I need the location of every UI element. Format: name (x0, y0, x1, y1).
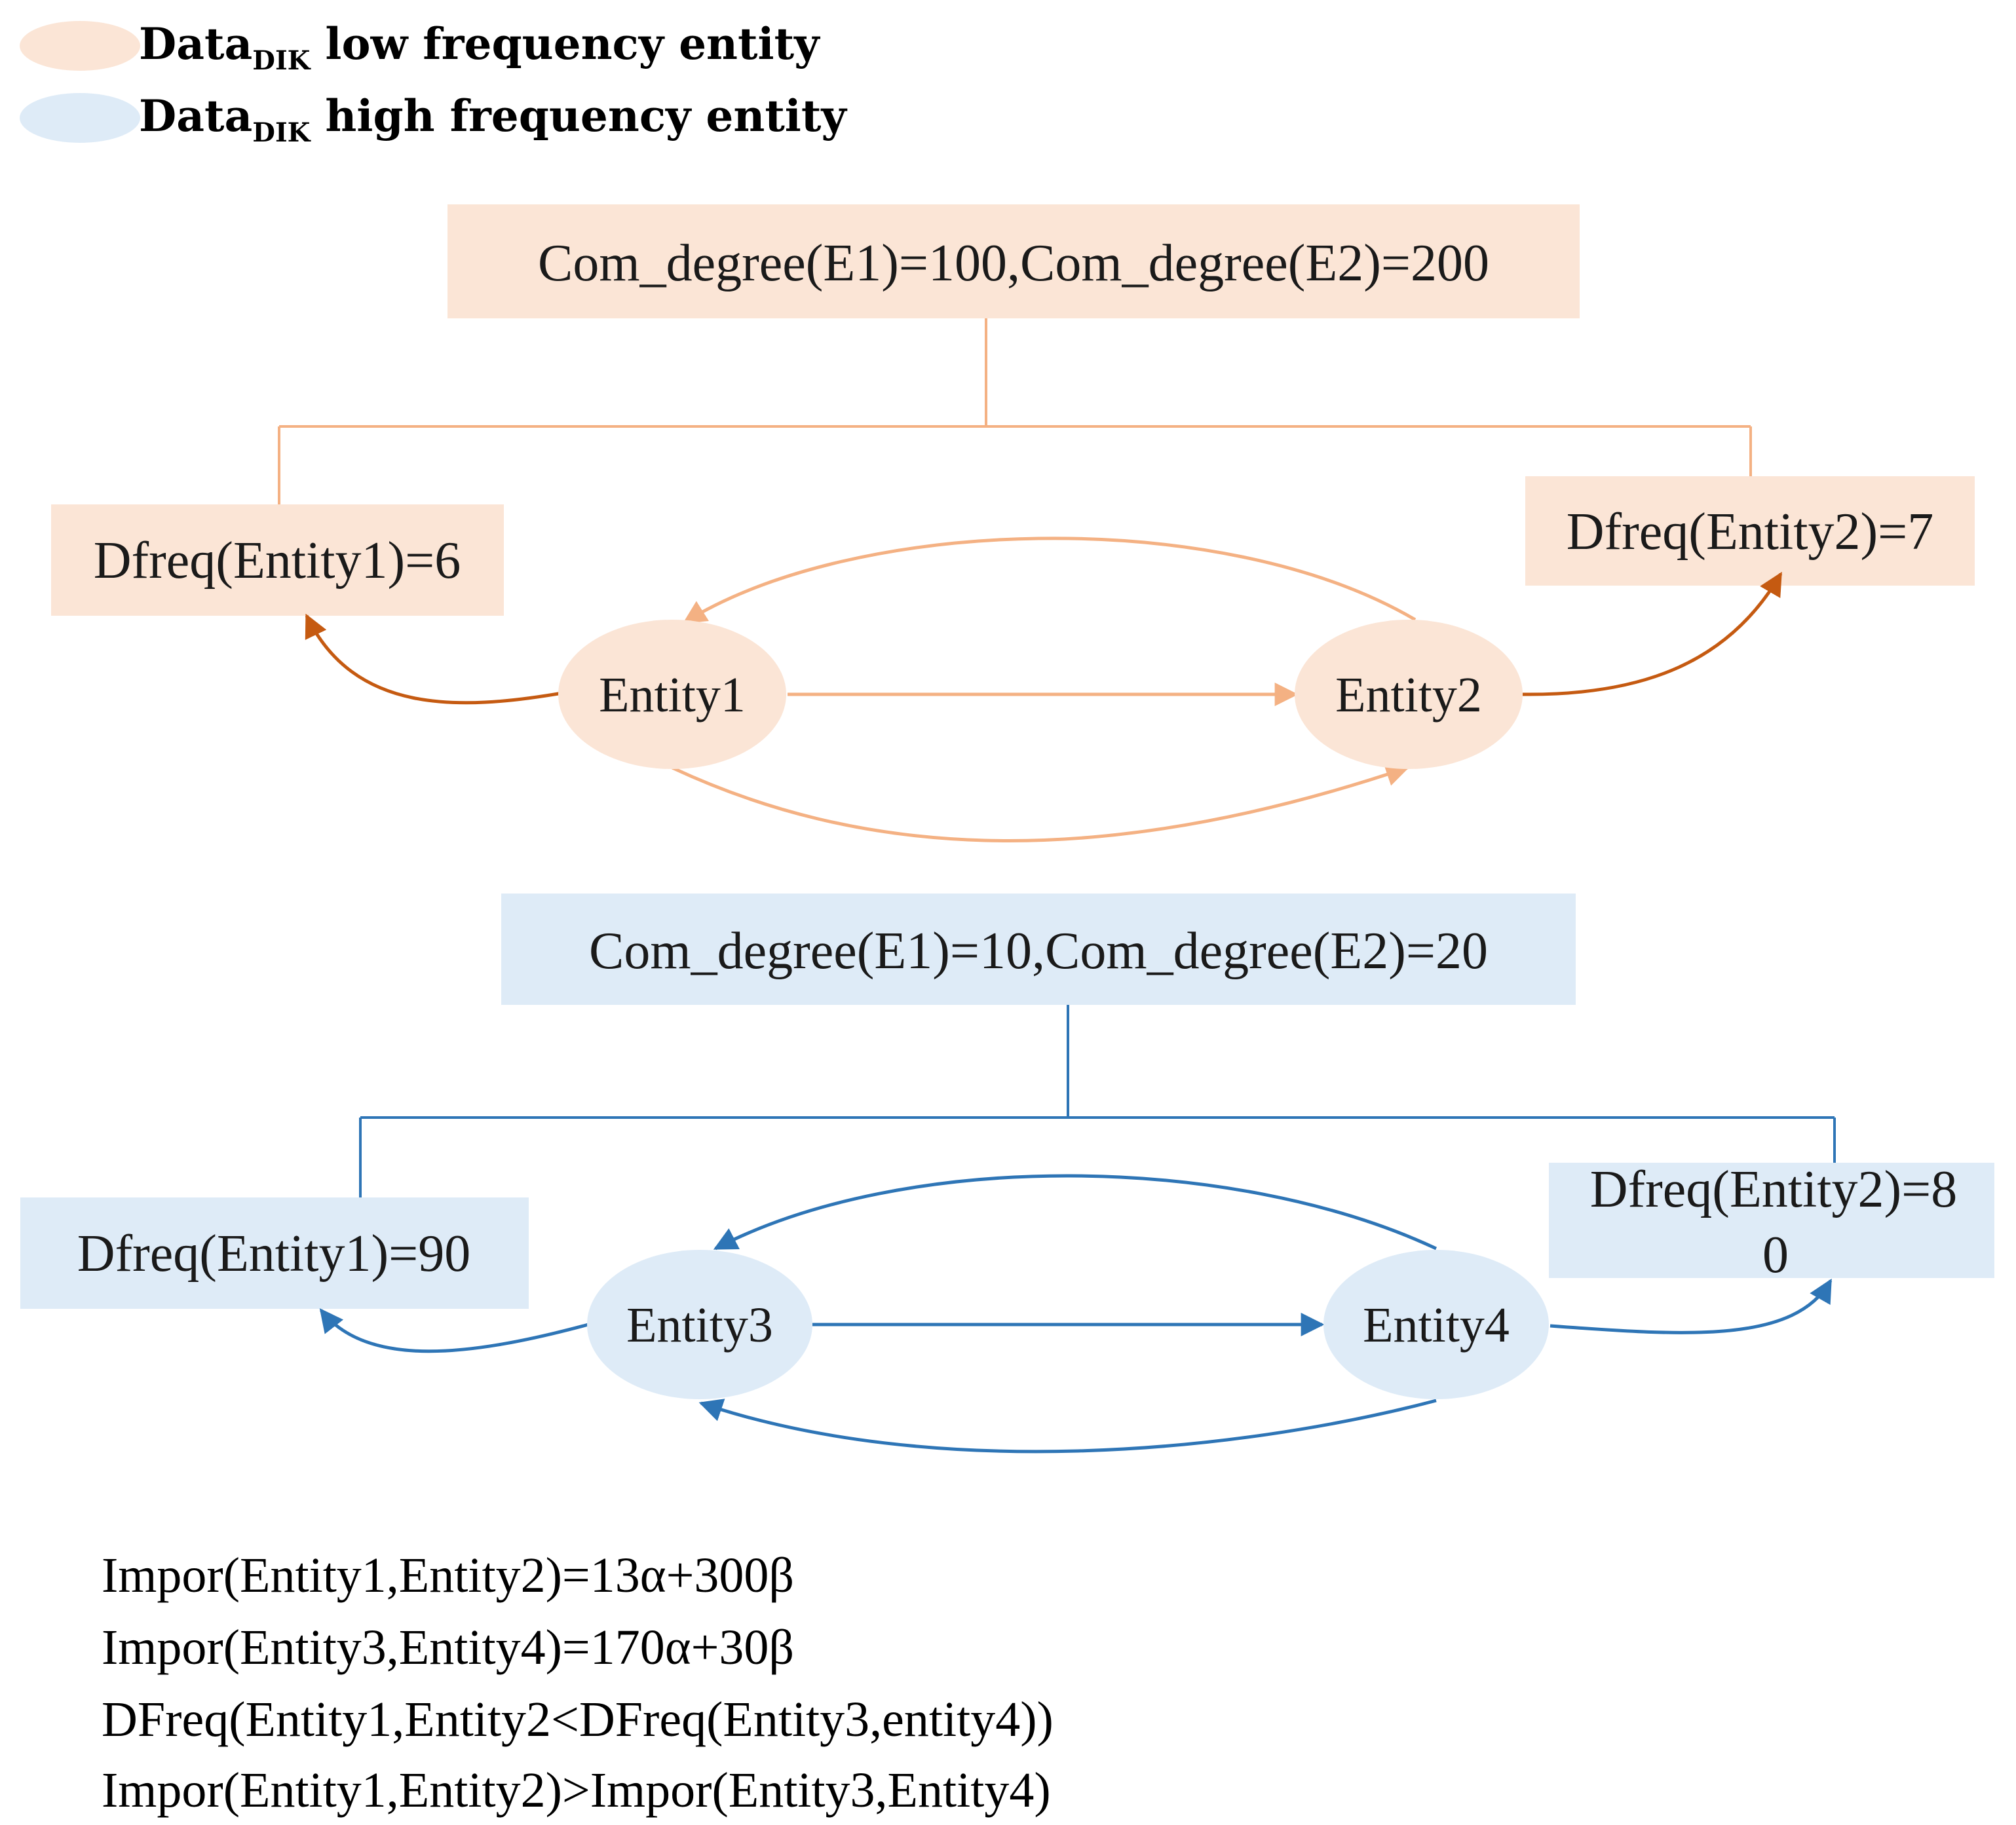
low-dfreq-left-box (51, 504, 504, 616)
node-entity4 (1323, 1250, 1549, 1399)
low-frequency-diagram: Com_degree(E1)=100,Com_degree(E2)=200 Df… (51, 204, 1975, 842)
high-com-degree-box (501, 894, 1576, 1005)
formula-line-3: DFreq(Entity1,Entity2<DFreq(Entity3,enti… (102, 1692, 1054, 1747)
high-edge-to-dfreq-right (1550, 1278, 1833, 1334)
legend-high-swatch (20, 93, 140, 143)
low-edge-to-dfreq-right (1522, 571, 1783, 696)
high-connector-tree (359, 1005, 1836, 1199)
low-edge-to-dfreq-left (305, 613, 563, 705)
high-com-degree-text: Com_degree(E1)=10,Com_degree(E2)=20 (589, 922, 1488, 980)
node-entity3 (587, 1250, 812, 1399)
low-com-degree-text: Com_degree(E1)=100,Com_degree(E2)=200 (538, 235, 1489, 292)
high-dfreq-right-text-line2: 0 (1762, 1226, 1789, 1284)
high-dfreq-right-box (1549, 1163, 1994, 1278)
high-frequency-diagram: Com_degree(E1)=10,Com_degree(E2)=20 Dfre… (20, 894, 1994, 1454)
low-edge-bottom-arc (671, 763, 1410, 842)
high-edge-to-dfreq-left (319, 1308, 589, 1353)
node-entity1 (558, 620, 786, 769)
node-entity1-label: Entity1 (599, 668, 746, 723)
formula-line-4: Impor(Entity1,Entity2)>Impor(Entity3,Ent… (102, 1763, 1051, 1818)
formula-line-1: Impor(Entity1,Entity2)=13α+300β (102, 1548, 794, 1603)
high-dfreq-right-text-line1: Dfreq(Entity2)=8 (1590, 1161, 1958, 1218)
legend-low-text: DataDIK low frequency entity (139, 18, 820, 76)
low-com-degree-box (447, 204, 1580, 318)
high-dfreq-left-box (20, 1197, 529, 1309)
low-edge-top-arc (682, 536, 1417, 624)
legend-high-text: DataDIK high frequency entity (139, 90, 847, 148)
node-entity2-label: Entity2 (1335, 668, 1482, 723)
low-dfreq-right-box (1525, 476, 1975, 586)
low-connector-tree (278, 318, 1752, 504)
formula-line-2: Impor(Entity3,Entity4)=170α+30β (102, 1620, 794, 1675)
legend-low-swatch (20, 21, 140, 71)
low-dfreq-left-text: Dfreq(Entity1)=6 (94, 532, 461, 590)
high-edge-bottom-arc (698, 1399, 1437, 1454)
node-entity4-label: Entity4 (1363, 1298, 1510, 1353)
low-dfreq-right-text: Dfreq(Entity2)=7 (1567, 503, 1934, 561)
formula-block: Impor(Entity1,Entity2)=13α+300β Impor(En… (102, 1548, 1054, 1818)
high-dfreq-left-text: Dfreq(Entity1)=90 (77, 1225, 471, 1283)
node-entity3-label: Entity3 (626, 1298, 773, 1353)
high-edge-top-arc (713, 1174, 1437, 1251)
node-entity2 (1295, 620, 1523, 769)
legend: DataDIK low frequency entity DataDIK hig… (20, 18, 847, 148)
